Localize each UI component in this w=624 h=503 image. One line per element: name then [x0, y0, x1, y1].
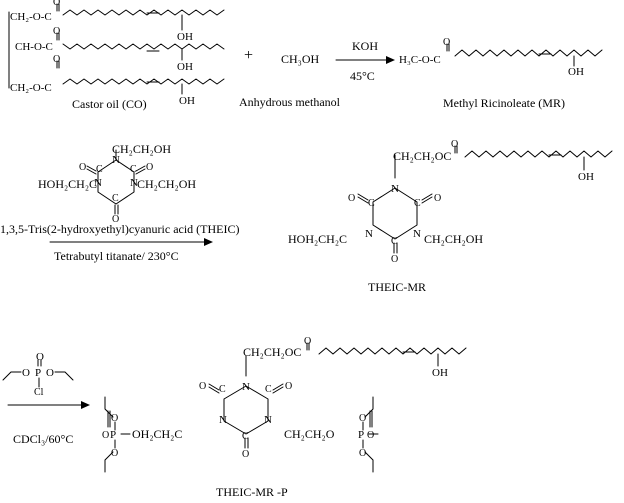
castor-oil-chain1-ester: CH₂-O-C	[10, 11, 52, 23]
theic-right-arm: CH₂CH₂OH	[137, 177, 196, 191]
reagent-o-left: O	[22, 367, 30, 379]
castor-oil-carbonyl-o3: O	[53, 54, 60, 65]
theic-n2: N	[94, 177, 102, 189]
theic-mr-n3: N	[413, 228, 421, 240]
right-phosphate-o-double: O	[367, 430, 374, 441]
theic-c2: C	[130, 164, 137, 175]
theic-mr-p-left-arm: OH₂CH₂C	[132, 427, 182, 441]
theic-mr-hydroxyl: OH	[578, 171, 594, 183]
right-phosphate-o-bottom: O	[359, 448, 366, 459]
theic-mr-p-c3: C	[242, 431, 249, 442]
right-phosphate-p: P	[358, 429, 364, 441]
theic-mr-p-label: THEIC-MR -P	[216, 485, 288, 499]
theic-mr-p-ester-oxygen: O	[304, 336, 311, 347]
theic-mr-p-o1: O	[199, 381, 206, 392]
step1-condition: 45°C	[350, 69, 375, 83]
theic-mr-top-arm: CH₂CH₂OC	[393, 149, 451, 163]
step1-reagent: KOH	[352, 39, 378, 53]
theic-mr-label: THEIC-MR	[368, 280, 426, 294]
reaction-arrow-step1	[335, 56, 395, 64]
theic-left-arm: HOH₂CH₂C	[38, 177, 97, 191]
theic-mr-p-top-arm: CH₂CH₂OC	[243, 345, 301, 359]
plus-sign: +	[244, 47, 253, 64]
theic-mr-p-c2: C	[265, 384, 272, 395]
castor-oil-hydroxyl-2: OH	[177, 61, 193, 73]
step3-condition: CDCl₃/60°C	[13, 432, 73, 446]
theic-mr-n1: N	[391, 183, 399, 195]
theic-mr-p-structure: N N N C C C O O O O CH₂CH₂OC OH₂CH₂C CH₂…	[102, 336, 467, 473]
reagent-p: P	[35, 367, 41, 379]
theic-o1: O	[79, 162, 86, 173]
left-phosphate-p: P	[110, 429, 116, 441]
castor-oil-chain2-ester: CH-O-C	[15, 41, 53, 53]
theic-structure: N N N C C C O O O CH₂CH₂OH HOH₂CH₂C CH₂C…	[38, 142, 196, 225]
left-phosphate-o-double: O	[102, 430, 109, 441]
methanol-formula: CH₃OH	[281, 52, 320, 66]
theic-o3: O	[112, 214, 119, 225]
theic-mr-c3: C	[391, 236, 398, 247]
theic-mr-p-right-arm: CH₂CH₂O	[284, 427, 335, 441]
theic-c3: C	[112, 193, 119, 204]
theic-mr-p-n2: N	[219, 414, 227, 426]
theic-n1: N	[112, 154, 120, 166]
castor-oil-structure: CH₂-O-C CH-O-C CH₂-O-C O O O OH OH OH Ca…	[8, 0, 225, 111]
reagent-o-right: O	[46, 367, 54, 379]
reaction-arrow-step2	[49, 238, 213, 246]
theic-mr-structure: N N N C C C O O O O CH₂CH₂OC HOH₂CH₂C CH…	[288, 139, 613, 265]
diethyl-chlorophosphate-structure: O O O P Cl	[2, 351, 74, 398]
reagent-o-top: O	[36, 351, 44, 363]
castor-oil-hydroxyl-1: OH	[177, 31, 193, 43]
step2-condition: Tetrabutyl titanate/ 230°C	[54, 249, 179, 263]
methanol-label: Anhydrous methanol	[239, 95, 341, 109]
left-phosphate-o-top: O	[111, 413, 118, 424]
theic-mr-c2: C	[414, 198, 421, 209]
reaction-arrow-step3	[7, 401, 90, 409]
theic-mr-right-arm: CH₂CH₂OH	[424, 232, 483, 246]
mr-carbonyl-oxygen: O	[443, 37, 450, 48]
theic-mr-p-n3: N	[264, 414, 272, 426]
castor-oil-label: Castor oil (CO)	[72, 97, 147, 111]
castor-oil-hydroxyl-3: OH	[179, 95, 195, 107]
castor-oil-carbonyl-o1: O	[53, 0, 60, 8]
theic-mr-c1: C	[368, 198, 375, 209]
castor-oil-carbonyl-o2: O	[53, 26, 60, 37]
methyl-ricinoleate-label: Methyl Ricinoleate (MR)	[443, 96, 565, 110]
right-phosphate-o-top: O	[359, 413, 366, 424]
theic-mr-n2: N	[365, 228, 373, 240]
theic-c1: C	[96, 164, 103, 175]
theic-label: 1,3,5-Tris(2-hydroxyethyl)cyanuric acid …	[0, 222, 240, 236]
theic-o2: O	[146, 162, 153, 173]
theic-mr-p-o3: O	[242, 449, 249, 460]
theic-mr-left-arm: HOH₂CH₂C	[288, 232, 347, 246]
theic-mr-o2: O	[434, 193, 441, 204]
mr-hydroxyl: OH	[568, 66, 584, 78]
theic-mr-o1: O	[348, 193, 355, 204]
castor-oil-chain3-ester: CH₂-O-C	[10, 82, 52, 94]
theic-mr-ester-oxygen: O	[451, 139, 458, 150]
theic-mr-p-hydroxyl: OH	[432, 367, 448, 379]
methyl-ricinoleate-structure: H₃C-O-C O OH	[399, 37, 603, 78]
theic-mr-p-o2: O	[285, 381, 292, 392]
left-phosphate-o-bottom: O	[111, 448, 118, 459]
theic-mr-p-n1: N	[242, 381, 250, 393]
theic-mr-o3: O	[391, 254, 398, 265]
theic-n3: N	[130, 177, 138, 189]
theic-top-arm: CH₂CH₂OH	[112, 142, 171, 156]
theic-mr-p-c1: C	[219, 384, 226, 395]
methyl-ester-head: H₃C-O-C	[399, 54, 441, 66]
reagent-cl: Cl	[34, 387, 44, 398]
